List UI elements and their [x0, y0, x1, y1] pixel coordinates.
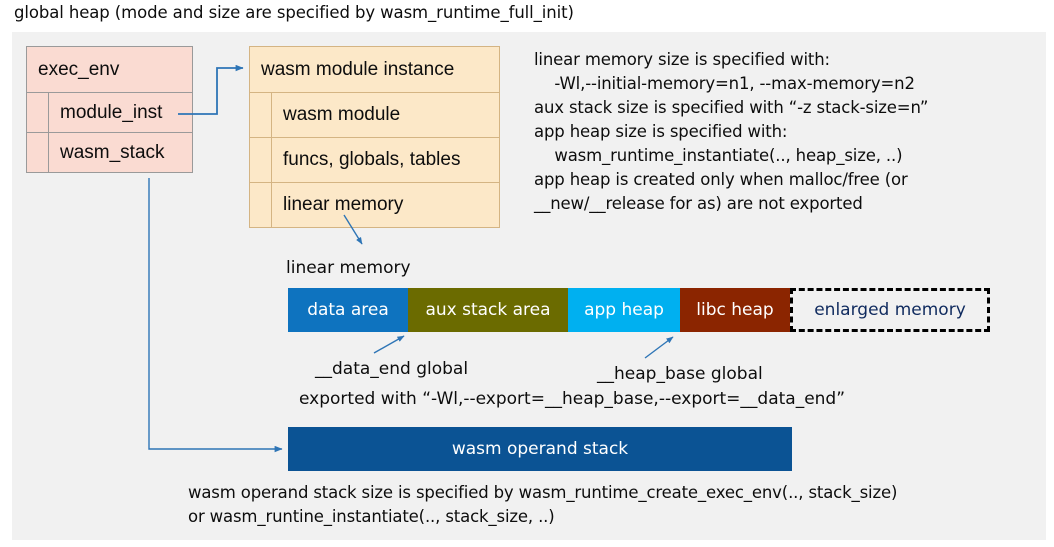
exec-env-header: exec_env [27, 47, 192, 92]
exec-env-box: exec_env module_inst wasm_stack [26, 46, 193, 173]
wasm-operand-stack-label: wasm operand stack [451, 439, 629, 459]
module-instance-field-label: linear memory [283, 194, 404, 215]
module-instance-gutter [250, 93, 272, 137]
wasm-module-instance-box: wasm module instance wasm module funcs, … [249, 46, 500, 228]
module-instance-gutter [250, 138, 272, 182]
exec-env-title: exec_env [38, 58, 120, 80]
module-instance-header: wasm module instance [250, 47, 499, 92]
operand-stack-notes: wasm operand stack size is specified by … [188, 483, 898, 526]
memory-segment-app-heap: app heap [568, 288, 680, 332]
module-instance-field-linear-memory: linear memory [250, 182, 499, 227]
exec-env-gutter [27, 93, 49, 132]
exec-env-field-label: module_inst [60, 101, 163, 123]
linear-memory-label: linear memory [286, 258, 411, 278]
memory-segment-enlarged-memory: enlarged memory [790, 288, 990, 332]
exec-env-field-label: wasm_stack [60, 141, 165, 163]
memory-segment-data-area: data area [288, 288, 408, 332]
wasm-operand-stack-bar: wasm operand stack [288, 427, 792, 471]
module-instance-title: wasm module instance [261, 58, 455, 80]
module-instance-gutter [250, 183, 272, 227]
linear-memory-bar: data area aux stack area app heap libc heap… [288, 288, 990, 332]
exec-env-field-module-inst: module_inst [27, 92, 192, 132]
annotation-exported: exported with “-Wl,--export=__heap_base,… [299, 389, 846, 409]
memory-segment-label: data area [307, 300, 389, 320]
linear-memory-notes: linear memory size is specified with: -W… [534, 50, 929, 213]
page-title: global heap (mode and size are specified… [14, 3, 574, 22]
module-instance-field-label: funcs, globals, tables [283, 149, 461, 170]
exec-env-field-wasm-stack: wasm_stack [27, 132, 192, 172]
module-instance-field-funcs-globals-tables: funcs, globals, tables [250, 137, 499, 182]
memory-segment-label: enlarged memory [814, 300, 966, 320]
memory-segment-libc-heap: libc heap [680, 288, 790, 332]
annotation-heap-base: __heap_base global [597, 364, 763, 384]
memory-segment-aux-stack-area: aux stack area [408, 288, 568, 332]
annotation-data-end: __data_end global [315, 359, 469, 379]
module-instance-field-wasm-module: wasm module [250, 92, 499, 137]
module-instance-field-label: wasm module [283, 104, 401, 125]
memory-segment-label: aux stack area [425, 300, 551, 320]
memory-segment-label: libc heap [696, 300, 774, 320]
memory-segment-label: app heap [584, 300, 664, 320]
exec-env-gutter [27, 133, 49, 172]
